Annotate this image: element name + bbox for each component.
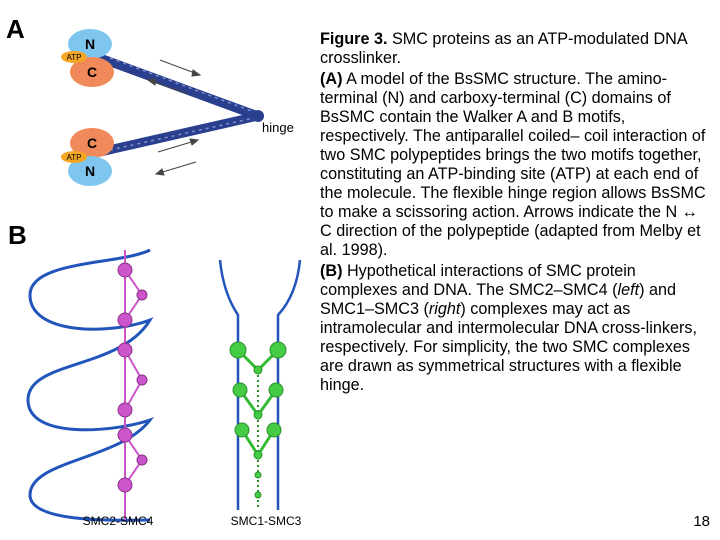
caption-panel-b-right: right [428, 300, 461, 318]
upper-coiled-coil-arm [95, 53, 263, 121]
direction-arrows [146, 59, 202, 176]
caption-panel-a: (A) A model of the BsSMC structure. The … [320, 70, 712, 260]
top-c-domain [70, 57, 114, 87]
caption-panel-b-text-3: ) complexes may act as intramolecular an… [320, 300, 697, 394]
bottom-atp-site [61, 151, 87, 163]
top-c-label: C [87, 64, 97, 80]
figure-caption: Figure 3. SMC proteins as an ATP-modulat… [320, 30, 712, 397]
smc-beads-right [229, 341, 287, 499]
bottom-atp-label: ATP [67, 153, 82, 162]
coil-texture [109, 57, 255, 151]
smc2-smc4-model [26, 248, 155, 522]
smc1-smc3-label: SMC1-SMC3 [231, 514, 302, 528]
caption-panel-b-left: left [617, 281, 640, 299]
caption-panel-b-text-1: Hypothetical interactions of SMC protein… [320, 262, 636, 299]
top-atp-site [61, 51, 87, 63]
caption-panel-b-text-2: ) and SMC1–SMC3 ( [320, 281, 677, 318]
top-atp-label: ATP [67, 53, 82, 62]
panel-a-label: A [6, 14, 25, 44]
smc2-smc4-label: SMC2-SMC4 [83, 514, 154, 528]
bottom-n-domain [68, 156, 112, 186]
caption-panel-b-label: (B) [320, 262, 343, 280]
caption-panel-a-label: (A) [320, 70, 343, 88]
caption-title: Figure 3. SMC proteins as an ATP-modulat… [320, 30, 712, 68]
caption-title-text: SMC proteins as an ATP-modulated DNA cro… [320, 30, 687, 67]
dna-strand-right-a [218, 259, 240, 510]
caption-figure-number: Figure 3. [320, 30, 388, 48]
hinge-label: hinge [262, 120, 294, 135]
hinge-knob [252, 110, 264, 122]
page-number: 18 [693, 513, 710, 530]
bottom-n-label: N [85, 163, 95, 179]
caption-panel-b: (B) Hypothetical interactions of SMC pro… [320, 262, 712, 395]
smc-beads-left [117, 262, 148, 493]
panel-b-diagram: SMC2-SMC4 SMC1-SMC3 [26, 248, 302, 528]
bottom-c-label: C [87, 135, 97, 151]
dna-strand-left [26, 248, 155, 522]
caption-panel-a-text: A model of the BsSMC structure. The amin… [320, 70, 706, 259]
panel-b-label: B [8, 220, 27, 250]
figure-3: A B N ATP C C ATP N hinge [0, 0, 318, 540]
bottom-c-domain [70, 128, 114, 158]
dna-strand-right-b [276, 259, 302, 510]
panel-a-diagram: N ATP C C ATP N hinge [61, 29, 294, 186]
smc1-smc3-model [218, 259, 302, 510]
top-n-label: N [85, 36, 95, 52]
